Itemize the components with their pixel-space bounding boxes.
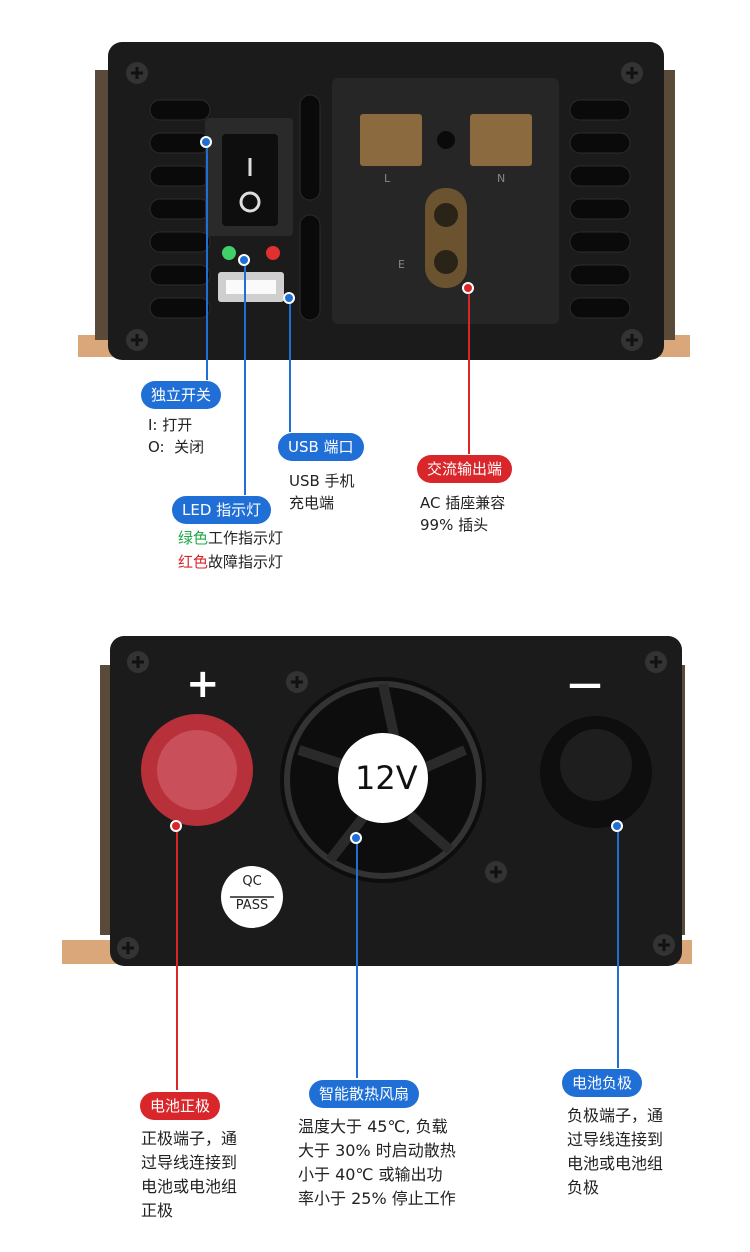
usb-callout-title: USB 端口 (278, 433, 364, 461)
switch-marker-dot (200, 136, 212, 148)
fan-desc-line4: 率小于 25% 停止工作 (298, 1189, 456, 1208)
negative-desc-line2: 过导线连接到 (567, 1130, 664, 1149)
inverter-rear-panel (62, 636, 692, 966)
positive-callout-title: 电池正极 (140, 1092, 221, 1120)
led-green-rest: 工作指示灯 (208, 529, 284, 547)
pass-label: PASS (235, 898, 269, 913)
qc-label: QC (242, 874, 262, 889)
ac-callout-title: 交流输出端 (417, 455, 513, 483)
usb-desc-line2: 充电端 (289, 494, 335, 512)
led-callout-title: LED 指示灯 (172, 496, 272, 524)
positive-desc-line3: 电池或电池组 (141, 1177, 238, 1196)
ac-desc-line2: 99% 插头 (420, 516, 489, 534)
fan-voltage-label: 12V (355, 759, 418, 797)
fan-desc-line2: 大于 30% 时启动散热 (298, 1141, 456, 1160)
positive-desc-line4: 正极 (141, 1201, 174, 1220)
screw-icon (117, 651, 675, 959)
led-red-rest: 故障指示灯 (208, 553, 284, 571)
negative-desc-line1: 负极端子，通 (567, 1106, 664, 1125)
inverter-front-panel (78, 42, 690, 360)
led-red-word: 红色 (178, 553, 209, 571)
switch-desc-off: O: 关闭 (148, 438, 205, 456)
led-desc-green: 绿色工作指示灯 (178, 527, 283, 549)
fan-callout-title: 智能散热风扇 (309, 1080, 420, 1108)
red-led-icon (266, 246, 280, 260)
ac-desc-line1: AC 插座兼容 (420, 494, 506, 512)
fan-desc-line3: 小于 40℃ 或输出功 (298, 1165, 443, 1184)
fan-leader-line (356, 838, 358, 1078)
fan-marker-dot (350, 832, 362, 844)
positive-leader-line (176, 826, 178, 1090)
socket-n-mark: N (497, 172, 506, 185)
usb-leader-line (289, 298, 291, 432)
negative-marker-dot (611, 820, 623, 832)
led-desc-red: 红色故障指示灯 (178, 551, 283, 573)
negative-desc-line4: 负极 (567, 1178, 600, 1197)
ac-leader-line (468, 288, 470, 454)
positive-marker-dot (170, 820, 182, 832)
plus-sign: + (186, 661, 220, 707)
socket-l-mark: L (384, 172, 391, 185)
led-leader-line (244, 260, 246, 495)
negative-callout-title: 电池负极 (562, 1069, 643, 1097)
ac-marker-dot (462, 282, 474, 294)
screw-icon (126, 62, 643, 351)
positive-desc-line2: 过导线连接到 (141, 1153, 238, 1172)
led-green-word: 绿色 (178, 529, 209, 547)
switch-desc-on: I: 打开 (148, 416, 193, 434)
switch-callout-title: 独立开关 (141, 381, 222, 409)
usb-desc-line1: USB 手机 (289, 472, 355, 490)
green-led-icon (222, 246, 236, 260)
fan-desc-line1: 温度大于 45℃, 负载 (298, 1117, 448, 1136)
usb-marker-dot (283, 292, 295, 304)
switch-leader-line (206, 142, 208, 380)
led-marker-dot (238, 254, 250, 266)
positive-desc-line1: 正极端子，通 (141, 1129, 238, 1148)
negative-desc-line3: 电池或电池组 (567, 1154, 664, 1173)
socket-e-mark: E (398, 258, 405, 271)
minus-sign: — (568, 664, 602, 704)
negative-leader-line (617, 826, 619, 1068)
